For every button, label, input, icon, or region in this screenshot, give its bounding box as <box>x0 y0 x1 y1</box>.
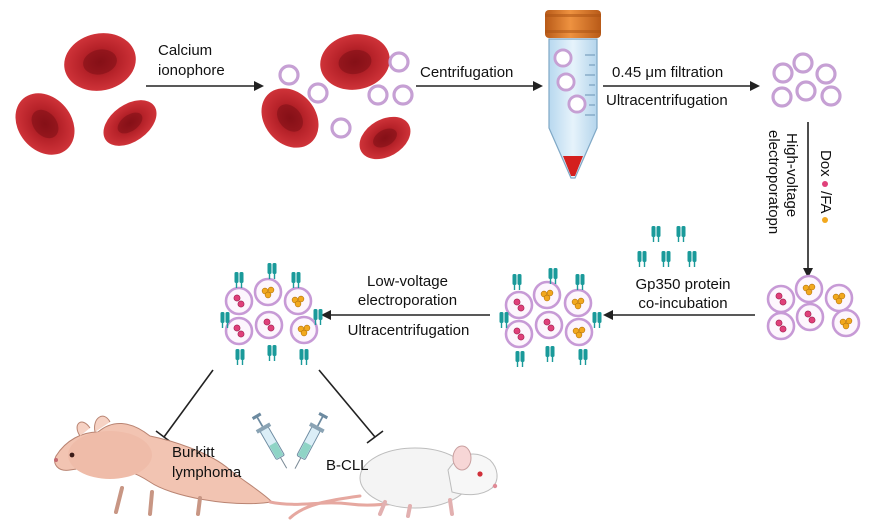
gp350-vesicles-group <box>498 267 603 368</box>
rbc-cell <box>315 28 395 96</box>
vesicle <box>792 52 814 74</box>
label-bcll: B-CLL <box>326 457 369 474</box>
rbc-with-vesicles-group <box>249 28 418 168</box>
vesicle <box>367 84 389 106</box>
label-high-voltage-line1: High-voltage <box>783 133 800 218</box>
gp350-proteins-group <box>636 225 698 268</box>
nude-mouse <box>54 415 442 516</box>
vesicle <box>815 63 837 85</box>
label-dox-fa: Dox /FA <box>817 150 834 223</box>
dox-dot-icon <box>821 180 828 187</box>
label-calcium-line2: ionophore <box>158 62 225 79</box>
vesicle <box>820 85 842 107</box>
label-fa: /FA <box>817 191 834 213</box>
red-blood-cells-group <box>3 26 165 167</box>
loaded-vesicles-group <box>766 274 861 341</box>
label-ultracentrifugation-2: Ultracentrifugation <box>347 322 470 339</box>
inhibition-lines <box>155 369 384 444</box>
vesicle <box>392 84 414 106</box>
rbc-cell <box>58 26 142 98</box>
label-centrifugation: Centrifugation <box>420 64 514 81</box>
label-ultracentrifugation-1: Ultracentrifugation <box>606 92 728 109</box>
vesicle <box>795 80 817 102</box>
syringe-icon <box>287 409 332 474</box>
vesicle <box>388 51 410 73</box>
syringe-icon <box>248 410 295 474</box>
label-gp350-line2: co-incubation <box>638 295 728 312</box>
label-burkitt-line2: lymphoma <box>172 464 242 481</box>
label-filtration: 0.45 μm filtration <box>612 64 724 81</box>
final-vesicles-group <box>219 262 324 366</box>
label-gp350-line1: Gp350 protein <box>635 276 731 293</box>
label-calcium-line1: Calcium <box>158 42 213 59</box>
vesicle <box>771 86 793 108</box>
rbc-cell <box>3 81 87 167</box>
label-burkitt-line1: Burkitt <box>172 444 215 461</box>
isolated-vesicles-group <box>771 52 842 108</box>
centrifuge-tube <box>545 10 601 179</box>
vesicle <box>278 64 300 86</box>
label-low-voltage-line1: Low-voltage <box>367 273 448 290</box>
white-mouse <box>288 445 498 520</box>
vesicle <box>330 117 352 139</box>
pellet <box>563 156 583 176</box>
label-high-voltage-line2: electroporatopn <box>765 130 782 235</box>
syringes <box>248 409 332 474</box>
label-dox: Dox <box>817 150 834 177</box>
vesicle <box>307 82 329 104</box>
vesicle <box>772 62 794 84</box>
fa-dot-icon <box>821 216 828 223</box>
rbc-cell <box>352 108 418 168</box>
rbc-cell <box>95 90 165 156</box>
label-low-voltage-line2: electroporation <box>357 292 458 309</box>
